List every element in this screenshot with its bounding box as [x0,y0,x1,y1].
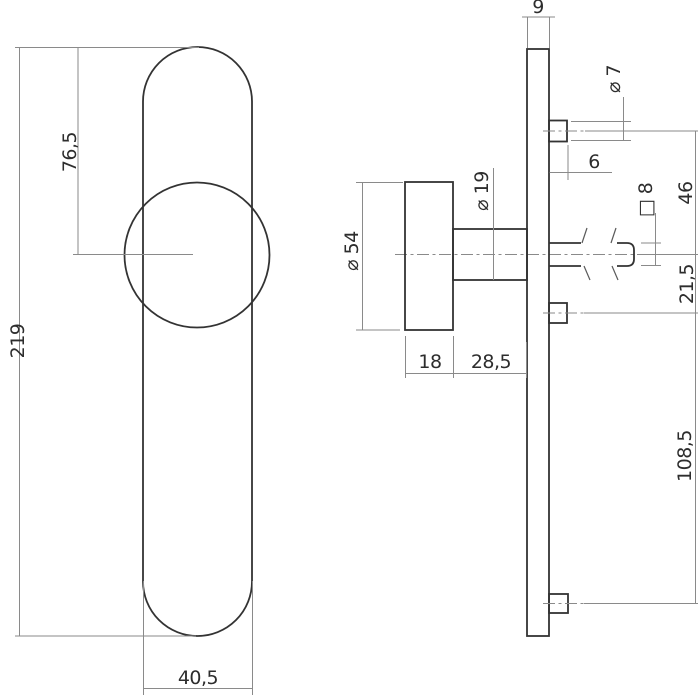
dimension-depths: 18 28,5 [405,336,527,378]
dimension-label-neck-diameter: ⌀ 19 [471,171,493,211]
dimension-hole-chain: 46 21,5 108,5 [674,131,698,604]
dimension-label-hole-spacing: 108,5 [674,430,696,482]
dimension-boss-diameter: ⌀ 7 [571,65,631,141]
dimension-total-height: 219 [7,47,199,637]
front-view: 219 76,5 40,5 [7,46,271,695]
backplate-profile [526,48,550,637]
dimension-knob-diameter: ⌀ 54 [341,182,403,331]
screw-boss-middle [543,302,698,324]
break-mark [610,227,617,244]
dimension-top-to-center: 76,5 [59,47,193,255]
dimension-spindle-square: □ 8 [635,183,661,266]
spindle-end-cap [617,242,635,267]
break-mark [611,265,619,281]
dimension-label-boss-diameter: ⌀ 7 [603,65,625,93]
screw-boss-top [543,119,698,143]
dimension-neck-diameter: ⌀ 19 [471,168,494,280]
spindle [549,227,698,281]
dimension-label-center-to-lower-hole: 21,5 [676,264,698,304]
dimension-label-total-height: 219 [7,324,29,359]
dimension-label-center-to-top-hole: 46 [675,181,697,204]
dimension-label-knob-thickness: 18 [418,351,441,373]
break-mark [581,227,588,244]
dimension-boss-protrusion: 6 [549,145,612,180]
dimension-plate-width: 40,5 [143,581,253,695]
dimension-label-top-to-center: 76,5 [59,132,81,172]
screw-boss-bottom [543,593,698,614]
side-view: 9 ⌀ 7 6 □ 8 46 21,5 108,5 [341,0,698,637]
dimension-label-spindle-square: □ 8 [635,183,657,218]
backplate-front-outline [142,46,253,637]
dimension-label-boss-protrusion: 6 [588,151,600,173]
dimension-label-knob-diameter: ⌀ 54 [341,231,363,271]
dimension-label-neck-length: 28,5 [471,351,511,373]
dimension-label-plate-width: 40,5 [178,667,218,689]
break-mark [583,265,591,281]
dimension-label-plate-thickness: 9 [532,0,544,18]
knob-profile [404,181,454,331]
dimension-plate-thickness: 9 [522,0,555,48]
